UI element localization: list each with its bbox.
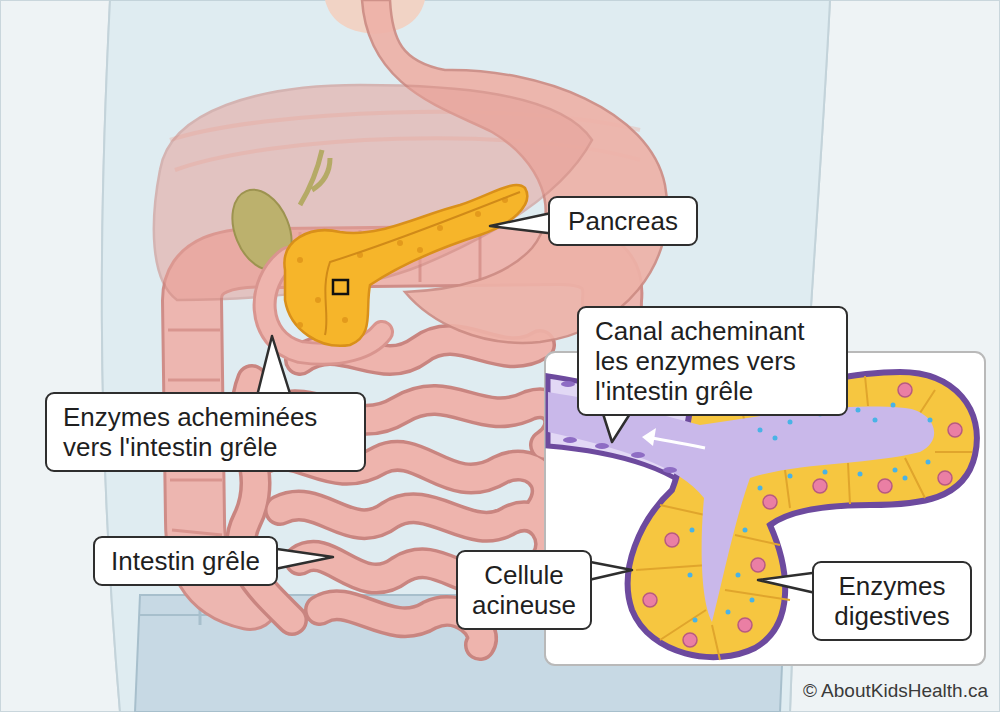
- callout-text: Canal acheminant les enzymes vers l'inte…: [595, 316, 830, 406]
- callout-box: Enzymes acheminées vers l'intestin grêle: [45, 392, 366, 472]
- nucleus: [878, 479, 892, 493]
- bile-duct: [300, 150, 330, 205]
- cell-nucleus: [643, 383, 962, 647]
- lobule: [397, 240, 403, 246]
- duct-nucleus: [561, 381, 575, 387]
- callout-box: Cellule acineuse: [456, 550, 592, 630]
- nucleus: [948, 423, 962, 437]
- nucleus: [938, 471, 952, 485]
- nucleus: [665, 533, 679, 547]
- nucleus: [738, 618, 752, 632]
- callout-box: Intestin grêle: [93, 536, 278, 586]
- zoom-marker: [333, 280, 348, 294]
- lobule: [475, 211, 481, 217]
- callout-text: Intestin grêle: [111, 546, 260, 576]
- nucleus: [763, 495, 777, 509]
- granule: [926, 460, 931, 465]
- lobule: [342, 317, 348, 323]
- flow-arrowhead: [642, 428, 656, 446]
- duct-nucleus: [595, 443, 609, 449]
- callout-box: Pancreas: [548, 196, 698, 246]
- callout-text: Cellule acineuse: [468, 560, 580, 620]
- granule: [928, 418, 933, 423]
- lobule: [297, 322, 303, 328]
- granule: [788, 420, 793, 425]
- granule: [688, 573, 693, 578]
- granule: [858, 472, 863, 477]
- lobule: [417, 247, 423, 253]
- duct-nucleus: [631, 452, 645, 458]
- granule: [788, 474, 793, 479]
- granule: [743, 528, 748, 533]
- duct-nucleus: [563, 437, 577, 443]
- nucleus: [683, 633, 697, 647]
- callout-tail: [490, 212, 556, 234]
- duct-nucleus: [663, 467, 677, 473]
- nucleus: [813, 479, 827, 493]
- granule: [823, 470, 828, 475]
- granule: [773, 436, 778, 441]
- granule: [726, 610, 731, 615]
- granule: [690, 528, 695, 533]
- granule: [891, 403, 896, 408]
- callout-tail: [270, 548, 333, 570]
- pancreas: [284, 185, 527, 346]
- granule: [750, 598, 755, 603]
- callout-tail: [256, 336, 292, 400]
- granule: [903, 476, 908, 481]
- nucleus: [898, 383, 912, 397]
- callout-tail: [758, 572, 820, 594]
- pancreas-texture: [297, 197, 508, 328]
- nucleus: [751, 558, 765, 572]
- callout-text: Enzymes digestives: [826, 571, 958, 631]
- granule: [736, 573, 741, 578]
- callout-text: Enzymes acheminées vers l'intestin grêle: [63, 402, 348, 462]
- granule: [893, 468, 898, 473]
- copyright-label: © AboutKidsHealth.ca: [803, 680, 988, 702]
- granule: [693, 618, 698, 623]
- pancreatic-duct: [325, 192, 520, 335]
- granule: [758, 486, 763, 491]
- granule: [758, 428, 763, 433]
- granule: [873, 418, 878, 423]
- lobule: [437, 225, 443, 231]
- lobule: [315, 297, 321, 303]
- nucleus: [643, 593, 657, 607]
- granule: [856, 408, 861, 413]
- callout-box: Enzymes digestives: [812, 561, 972, 641]
- lobule: [297, 257, 303, 263]
- callout-box: Canal acheminant les enzymes vers l'inte…: [577, 306, 848, 416]
- callout-text: Pancreas: [566, 206, 680, 236]
